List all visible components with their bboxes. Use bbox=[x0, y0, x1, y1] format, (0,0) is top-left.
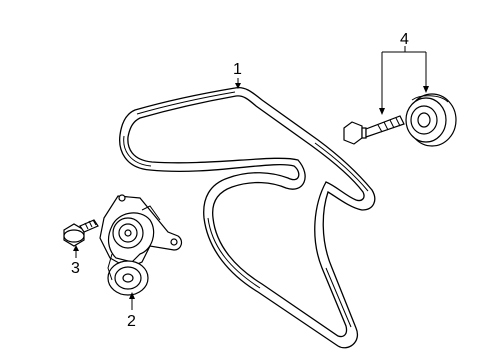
bolt-icon[interactable] bbox=[63, 219, 99, 247]
long-bolt-icon[interactable] bbox=[343, 115, 405, 145]
callout-2: 2 bbox=[127, 313, 136, 330]
idler-pulley-icon[interactable] bbox=[405, 93, 457, 147]
leader-lines bbox=[73, 46, 429, 310]
callout-3: 3 bbox=[71, 260, 80, 277]
belt-tensioner-icon[interactable] bbox=[99, 194, 183, 296]
callout-4: 4 bbox=[400, 31, 409, 48]
serpentine-belt-icon[interactable] bbox=[119, 86, 376, 349]
callout-1: 1 bbox=[233, 61, 242, 78]
